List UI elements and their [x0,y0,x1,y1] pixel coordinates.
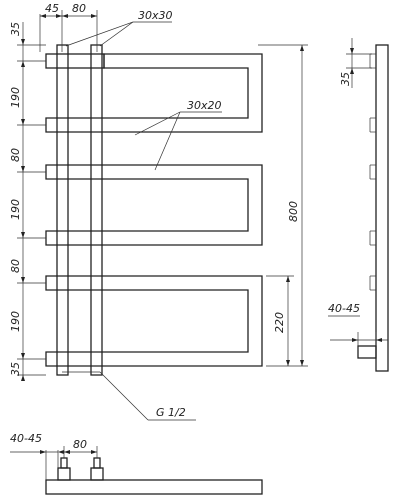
plan-left-stub [57,467,71,481]
dim-g12: G 1/2 [156,406,186,419]
plan-right-thread [93,457,101,469]
dim-40-45-side: 40-45 [328,302,360,315]
loop-3 [45,275,263,367]
side-profile [375,44,389,372]
side-view: 35 40-45 [328,38,389,372]
plan-view: 40-45 80 [10,432,263,495]
dim-220: 220 [273,312,286,333]
dim-80-b: 80 [9,259,22,273]
dim-190-c: 190 [9,311,22,332]
dim-35-side: 35 [339,72,352,86]
loop-1 [45,53,263,133]
dim-80-bottom: 80 [73,438,87,451]
right-dimensions: 800 220 [258,44,308,367]
dim-45: 45 [45,2,59,15]
plan-right-stub [90,467,104,481]
left-vertical-pipe [56,44,69,376]
plan-left-thread [60,457,68,469]
plan-base-bar [45,479,263,495]
dim-35-bottom: 35 [9,362,22,376]
loop-2 [45,164,263,246]
dim-190-a: 190 [9,87,22,108]
dim-190-b: 190 [9,199,22,220]
top-dimensions: 45 80 30x30 30x20 [39,2,222,171]
dim-35-top: 35 [9,22,22,36]
dim-30x20: 30x20 [187,99,222,112]
side-connector [357,345,377,359]
thread-callout: G 1/2 [62,371,196,421]
top-stub-bar [45,53,105,69]
left-dimensions: 35 190 80 190 80 190 35 [9,22,46,381]
dim-800: 800 [287,201,300,222]
dim-40-45-bottom: 40-45 [10,432,42,445]
front-view [45,44,263,376]
right-vertical-pipe [90,44,103,376]
dim-30x30: 30x30 [138,9,173,22]
dim-80-top: 80 [72,2,86,15]
dim-80-a: 80 [9,148,22,162]
